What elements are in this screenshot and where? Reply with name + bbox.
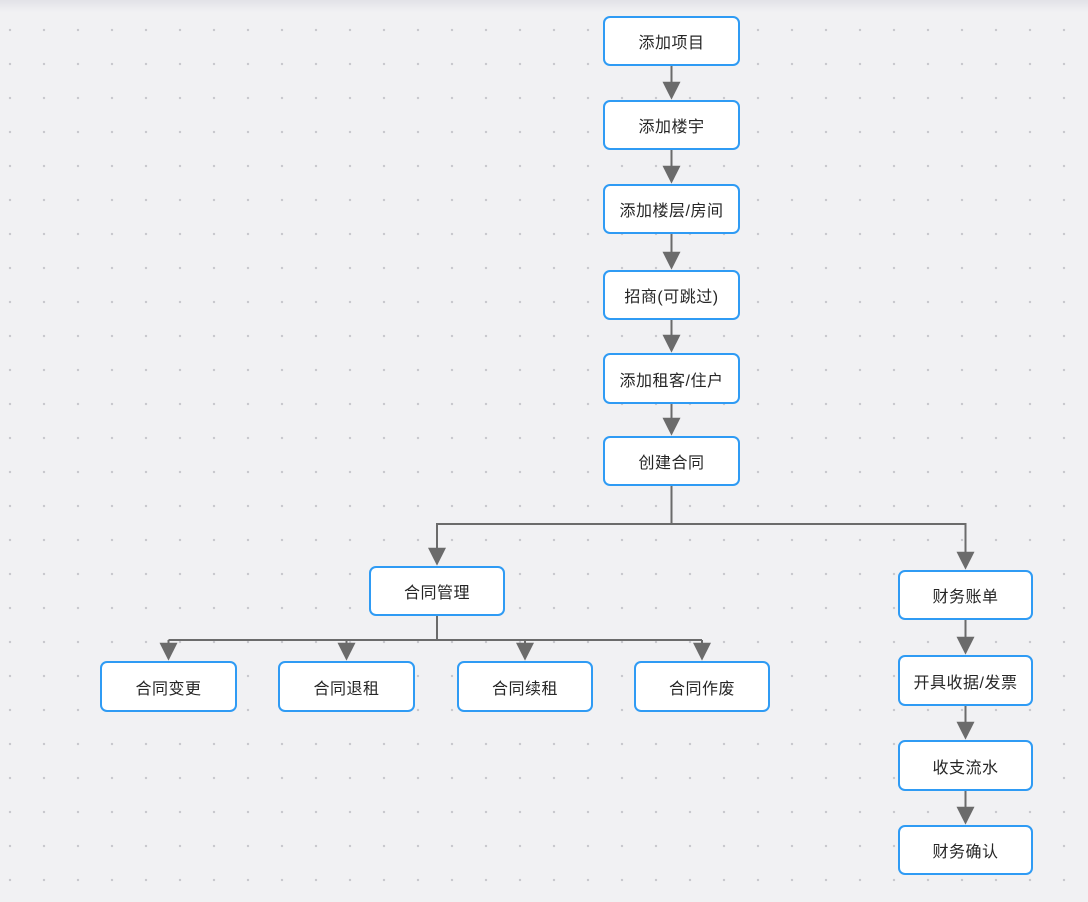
node-add-project[interactable]: 添加项目	[603, 16, 740, 66]
edge-create-contract-to-contract-management	[428, 523, 672, 566]
node-financial-bills[interactable]: 财务账单	[898, 570, 1033, 620]
node-create-contract-label: 创建合同	[638, 455, 705, 472]
node-financial-bills-label: 财务账单	[932, 589, 999, 606]
node-financial-confirmation-label: 财务确认	[932, 844, 999, 861]
node-contract-rent-termination[interactable]: 合同退租	[278, 661, 415, 712]
node-issue-receipt-invoice[interactable]: 开具收据/发票	[898, 655, 1033, 706]
node-contract-change[interactable]: 合同变更	[100, 661, 237, 712]
node-attract-business[interactable]: 招商(可跳过)	[603, 270, 740, 320]
node-contract-renewal-label: 合同续租	[491, 680, 558, 698]
node-add-project-label: 添加项目	[638, 35, 705, 52]
node-create-contract[interactable]: 创建合同	[603, 436, 740, 486]
node-contract-management-label: 合同管理	[403, 585, 470, 602]
node-add-floor-room-label: 添加楼层/房间	[619, 203, 724, 220]
node-add-building-label: 添加楼宇	[638, 119, 705, 136]
node-income-expense-flow[interactable]: 收支流水	[898, 740, 1033, 791]
node-add-tenant-resident[interactable]: 添加租客/住户	[603, 353, 740, 404]
node-contract-void-label: 合同作废	[668, 680, 735, 698]
node-add-tenant-resident-label: 添加租客/住户	[619, 372, 724, 390]
node-contract-change-label: 合同变更	[135, 680, 202, 698]
node-contract-rent-termination-label: 合同退租	[313, 680, 380, 698]
node-add-floor-room[interactable]: 添加楼层/房间	[603, 184, 740, 234]
node-contract-void[interactable]: 合同作废	[634, 661, 770, 712]
node-income-expense-flow-label: 收支流水	[932, 759, 999, 777]
node-attract-business-label: 招商(可跳过)	[624, 289, 719, 306]
node-issue-receipt-invoice-label: 开具收据/发票	[913, 674, 1018, 692]
node-financial-confirmation[interactable]: 财务确认	[898, 825, 1033, 875]
node-contract-management[interactable]: 合同管理	[369, 566, 505, 616]
edge-create-contract-to-financial-bills	[671, 523, 975, 570]
node-add-building[interactable]: 添加楼宇	[603, 100, 740, 150]
node-contract-renewal[interactable]: 合同续租	[457, 661, 593, 712]
